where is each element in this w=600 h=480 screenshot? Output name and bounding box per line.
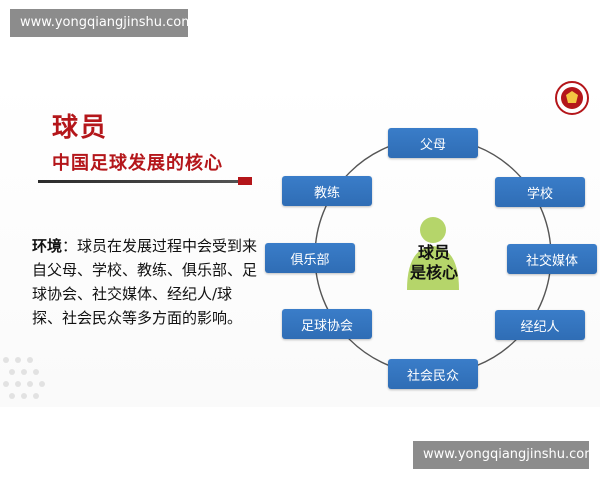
node-club: 俱乐部 — [265, 243, 355, 273]
node-social-media: 社交媒体 — [507, 244, 597, 274]
watermark-bottom: www.yongqiangjinshu.com — [413, 441, 597, 469]
node-school: 学校 — [495, 177, 585, 207]
node-public: 社会民众 — [388, 359, 478, 389]
environment-description: 环境：球员在发展过程中会受到来自父母、学校、教练、俱乐部、足球协会、社交媒体、经… — [32, 234, 262, 330]
environment-text: ：球员在发展过程中会受到来自父母、学校、教练、俱乐部、足球协会、社交媒体、经纪人… — [32, 237, 258, 327]
node-football-association: 足球协会 — [282, 309, 372, 339]
decorative-dots — [3, 357, 45, 399]
center-label: 球员 是核心 — [406, 243, 462, 283]
slide-title: 球员 — [52, 113, 109, 143]
association-logo-icon — [555, 81, 589, 115]
node-parents: 父母 — [388, 128, 478, 158]
title-underline-accent — [238, 177, 252, 185]
node-agent: 经纪人 — [495, 310, 585, 340]
node-coach: 教练 — [282, 176, 372, 206]
player-silhouette-icon — [407, 217, 459, 290]
center-label-line2: 是核心 — [409, 263, 458, 282]
slide-background — [0, 77, 600, 407]
title-underline — [38, 180, 250, 183]
center-label-line1: 球员 — [417, 243, 450, 262]
slide-subtitle: 中国足球发展的核心 — [52, 153, 223, 174]
watermark-top: www.yongqiangjinshu.com — [10, 9, 194, 37]
environment-label: 环境 — [32, 237, 63, 255]
